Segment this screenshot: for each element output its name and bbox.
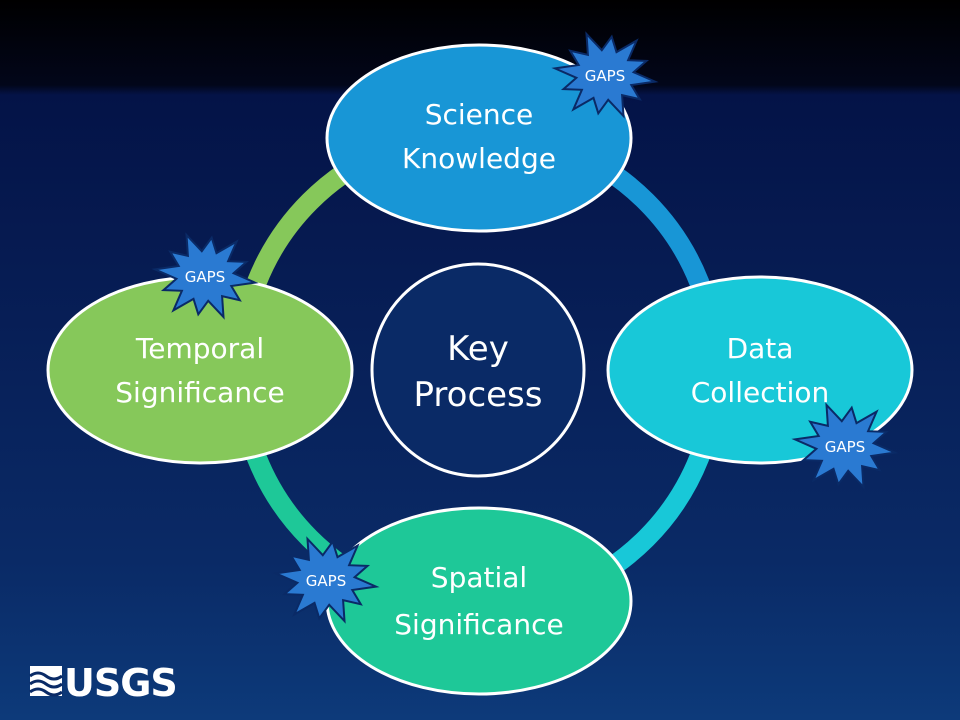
gaps-burst-bottom: GAPS (272, 536, 380, 624)
center-node: Key Process (370, 262, 586, 478)
gaps-burst-shape (551, 31, 659, 119)
science-knowledge-label-line-1: Science (425, 98, 534, 131)
usgs-logo: USGS (29, 661, 178, 705)
gaps-label: GAPS (185, 268, 225, 286)
usgs-logo-text: USGS (64, 661, 177, 705)
temporal-significance-label-line-2: Significance (115, 376, 284, 409)
data-collection-label-line-1: Data (727, 332, 794, 365)
gaps-label: GAPS (585, 67, 625, 85)
spatial-significance-label-line-1: Spatial (431, 561, 527, 594)
gaps-burst-shape (791, 402, 899, 490)
gaps-burst-shape (151, 232, 259, 320)
gaps-label: GAPS (306, 572, 346, 590)
data-collection-label-line-2: Collection (691, 376, 830, 409)
spatial-significance-ellipse (325, 506, 633, 696)
gaps-burst-right: GAPS (791, 402, 899, 490)
center-label-line-2: Process (414, 375, 543, 415)
spatial-significance-label-line-2: Significance (394, 608, 563, 641)
gaps-burst-shape (272, 536, 380, 624)
science-knowledge-label-line-2: Knowledge (402, 142, 556, 175)
node-spatial-significance: Spatial Significance (325, 506, 633, 696)
gaps-burst-left: GAPS (151, 232, 259, 320)
center-label-line-1: Key (447, 329, 509, 369)
center-circle (370, 262, 586, 478)
gaps-burst-top: GAPS (551, 31, 659, 119)
temporal-significance-label-line-1: Temporal (135, 332, 264, 365)
gaps-label: GAPS (825, 438, 865, 456)
usgs-wave-icon (29, 666, 63, 697)
science-knowledge-ellipse (325, 43, 633, 233)
node-science-knowledge: Science Knowledge (325, 43, 633, 233)
